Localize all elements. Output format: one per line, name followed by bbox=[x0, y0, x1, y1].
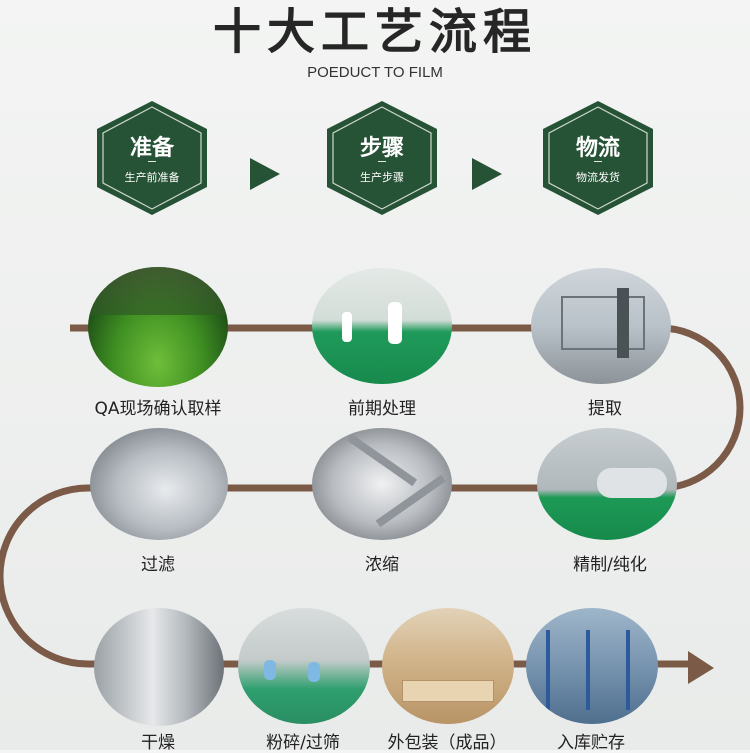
step-label: 精制/纯化 bbox=[573, 555, 647, 575]
hexagon-icon bbox=[543, 101, 653, 215]
stage-title: 物流 bbox=[575, 136, 620, 161]
stage-steps: 步骤 生产步骤 bbox=[323, 98, 441, 218]
stage-subtitle: 物流发货 bbox=[576, 171, 620, 184]
cartons-photo bbox=[382, 608, 514, 724]
page-title: 十大工艺流程 bbox=[212, 4, 537, 60]
step-label: 过滤 bbox=[141, 555, 175, 575]
tea-field-photo bbox=[88, 267, 228, 387]
step-label: 浓缩 bbox=[365, 555, 399, 575]
arrow-head-icon bbox=[688, 651, 714, 684]
step-label: 干燥 bbox=[141, 733, 175, 753]
hexagon-icon bbox=[97, 101, 207, 215]
stage-subtitle: 生产步骤 bbox=[360, 171, 404, 184]
arrow-right-icon bbox=[472, 158, 502, 190]
stage-logistics: 物流 物流发货 bbox=[539, 98, 657, 218]
stage-title: 步骤 bbox=[359, 136, 404, 161]
step-label: 前期处理 bbox=[348, 399, 416, 419]
extraction-room-photo bbox=[531, 268, 671, 384]
stage-prepare: 准备 生产前准备 bbox=[93, 98, 211, 218]
step-label: 入库贮存 bbox=[557, 733, 625, 753]
page-subtitle: POEDUCT TO FILM bbox=[307, 64, 443, 81]
stage-subtitle: 生产前准备 bbox=[124, 171, 180, 184]
dryer-photo bbox=[94, 608, 224, 726]
purification-photo bbox=[537, 428, 677, 540]
step-label: 粉碎/过筛 bbox=[266, 733, 340, 753]
warehouse-photo bbox=[526, 608, 658, 724]
lab-photo bbox=[312, 268, 452, 384]
step-label: 提取 bbox=[588, 399, 622, 419]
arrow-right-icon bbox=[250, 158, 280, 190]
step-label: QA现场确认取样 bbox=[94, 399, 222, 419]
step-label: 外包装（成品） bbox=[387, 733, 507, 753]
stage-title: 准备 bbox=[129, 136, 174, 161]
mixer-photo bbox=[312, 428, 452, 540]
hexagon-icon bbox=[327, 101, 437, 215]
filter-tank-photo bbox=[90, 428, 228, 540]
workers-photo bbox=[238, 608, 370, 724]
